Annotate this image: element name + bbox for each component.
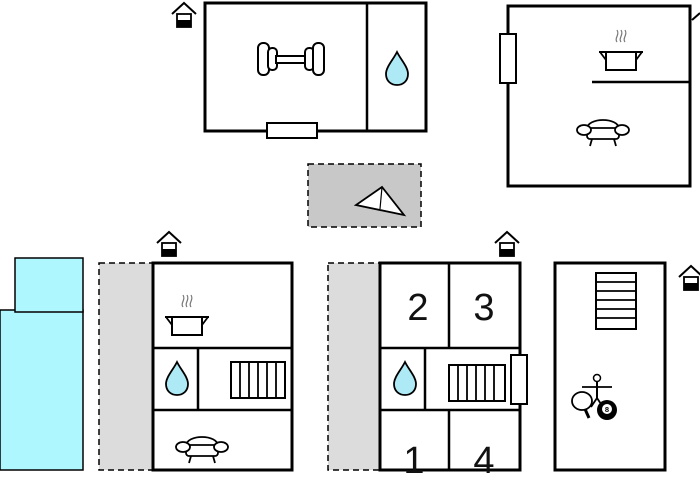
room-number-1: 1 xyxy=(403,440,424,482)
stairs-icon xyxy=(448,364,506,402)
compass-north-icon xyxy=(353,185,407,217)
house-b: 2 3 1 4 xyxy=(327,231,528,482)
stairs-icon xyxy=(595,272,637,330)
house-c: 8 xyxy=(553,261,700,472)
terrace xyxy=(327,262,381,471)
billiard-ball-icon: 8 xyxy=(597,400,617,420)
carport xyxy=(307,163,422,228)
room-number-3: 3 xyxy=(473,287,494,329)
house-entrance-icon xyxy=(691,12,700,21)
fitness-dumbbell-icon xyxy=(257,42,325,76)
table-tennis-icon xyxy=(571,391,593,419)
room-number-2: 2 xyxy=(407,287,428,329)
house-entrance-icon xyxy=(678,265,700,291)
table-football-icon xyxy=(582,373,612,408)
fitness-building xyxy=(171,1,428,139)
swimming-pool xyxy=(0,257,84,471)
terrace xyxy=(98,262,154,471)
house-entrance-icon xyxy=(171,2,197,28)
billiard-ball-label: 8 xyxy=(605,405,609,414)
house-entrance-icon xyxy=(494,231,520,257)
house-a xyxy=(98,231,294,472)
stairs-icon xyxy=(230,361,286,399)
room-number-4: 4 xyxy=(473,440,494,482)
annex-building xyxy=(499,4,700,188)
house-entrance-icon xyxy=(156,231,182,257)
